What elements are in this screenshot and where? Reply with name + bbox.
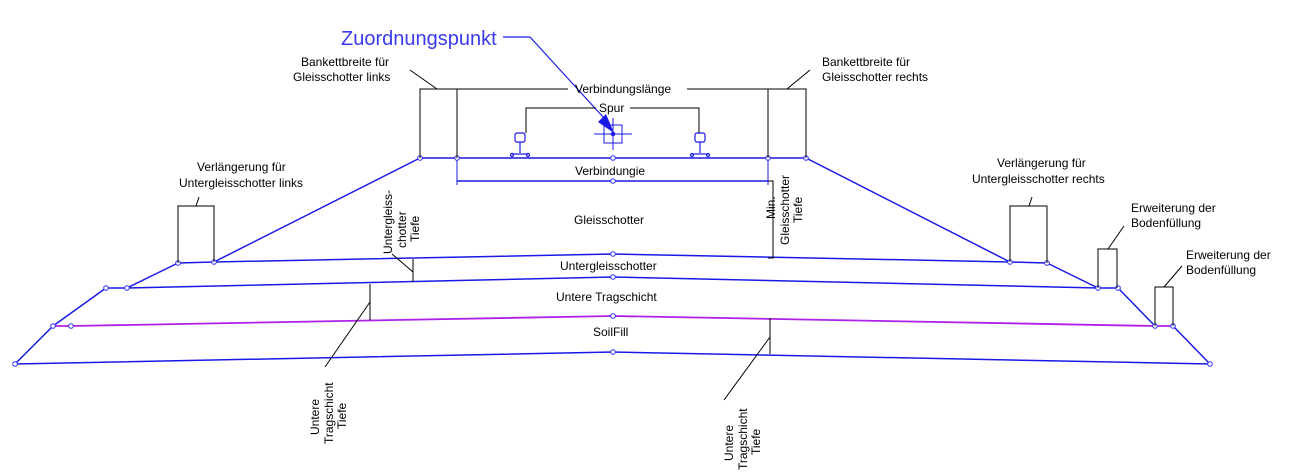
dimension-lines — [177, 69, 1183, 401]
verbindungslaenge-label: Verbindungslänge — [575, 82, 671, 96]
svg-text:Untergleiss-: Untergleiss- — [381, 190, 395, 254]
crosshair-icon — [594, 118, 632, 150]
rail-right-icon — [689, 132, 711, 158]
layer-soilfill-label: SoilFill — [593, 325, 628, 339]
layer-untere-tragschicht-label: Untere Tragschicht — [556, 290, 657, 304]
svg-text:Min.: Min. — [764, 196, 778, 219]
svg-text:Tiefe: Tiefe — [408, 215, 422, 242]
svg-text:Tiefe: Tiefe — [791, 196, 805, 223]
left-slopes — [126, 262, 179, 289]
svg-text:Tiefe: Tiefe — [749, 428, 763, 455]
erweiterung-1-label-line1: Erweiterung der — [1131, 201, 1216, 215]
svg-text:Tiefe: Tiefe — [335, 402, 349, 429]
left-slope-3 — [14, 325, 54, 365]
rail-left-icon — [509, 132, 531, 158]
spur-label: Spur — [599, 101, 624, 115]
verbindungie-label: Verbindungie — [575, 164, 645, 178]
right-slope-2 — [1117, 287, 1156, 327]
verlaengerung-rechts-label-line1: Verlängerung für — [997, 156, 1086, 170]
right-slope-3 — [1172, 325, 1211, 365]
zuordnungspunkt-leader — [503, 36, 614, 133]
untere-tragschicht-tiefe-right-label: Untere Tragschicht Tiefe — [722, 408, 763, 470]
zuordnungspunkt-title: Zuordnungspunkt — [341, 28, 497, 50]
untergleisschotter-tiefe-label: Untergleiss- chotter Tiefe — [381, 190, 422, 254]
layer-untergleisschotter-label: Untergleisschotter — [560, 259, 657, 273]
bankett-rechts-label-line2: Gleisschotter rechts — [822, 70, 928, 84]
untere-tragschicht-tiefe-left-label: Untere Tragschicht Tiefe — [308, 382, 349, 444]
arrowhead-icon — [598, 114, 614, 133]
layer-gleisschotter-label: Gleisschotter — [574, 213, 644, 227]
verlaengerung-links-label-line1: Verlängerung für — [197, 160, 286, 174]
min-gleisschotter-tiefe-label: Min. Gleisschotter Tiefe — [764, 175, 805, 245]
left-slope-2 — [52, 287, 107, 327]
svg-text:Tragschicht: Tragschicht — [322, 382, 336, 444]
svg-text:Untere: Untere — [308, 399, 322, 435]
erweiterung-2-label-line2: Bodenfüllung — [1186, 263, 1256, 277]
svg-text:Untere: Untere — [722, 425, 736, 461]
verlaengerung-rechts-label-line2: Untergleisschotter rechts — [972, 172, 1105, 186]
erweiterung-2-label-line1: Erweiterung der — [1186, 248, 1271, 262]
svg-text:chotter: chotter — [395, 211, 409, 248]
svg-text:Tragschicht: Tragschicht — [736, 408, 750, 470]
bankett-links-label-line1: Bankettbreite für — [301, 55, 389, 69]
right-slope-1 — [1046, 262, 1099, 289]
erweiterung-1-label-line2: Bodenfüllung — [1131, 216, 1201, 230]
verlaengerung-links-label-line2: Untergleisschotter links — [179, 176, 303, 190]
svg-text:Gleisschotter: Gleisschotter — [778, 175, 792, 245]
bankett-links-label-line2: Gleisschotter links — [293, 70, 390, 84]
bankett-rechts-label-line1: Bankettbreite für — [822, 55, 910, 69]
